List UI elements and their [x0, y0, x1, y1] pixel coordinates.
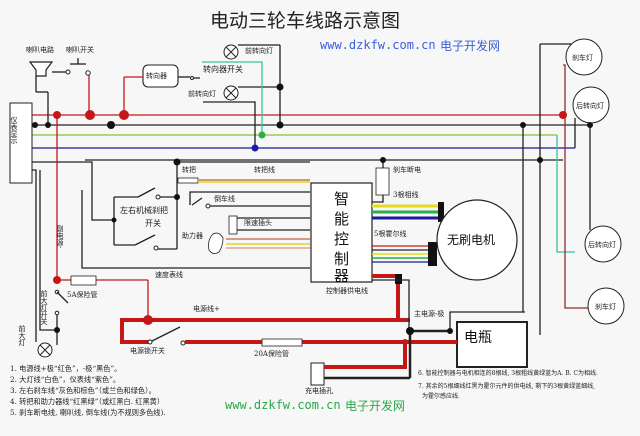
brake-light-bottom-label: 刹车灯: [595, 302, 616, 311]
turn-relay-label: 转向器: [146, 71, 167, 80]
brake-cutoff-label: 刹车断电: [393, 165, 421, 174]
turn-relay: 转向器: [123, 64, 200, 115]
brake-lever-label-2: 开关: [145, 218, 161, 228]
fuse-20a-label: 20A保险管: [254, 349, 289, 358]
controller-power-label: 控制器供电线: [326, 286, 368, 295]
watermark-url-bottom: www.dzkfw.com.cn: [225, 398, 341, 412]
motor-label: 无刷电机: [447, 233, 495, 247]
headlight-circuit: 前大灯开关 前大灯: [18, 169, 69, 358]
speedometer-wire-label: 速度表线: [155, 270, 183, 279]
turn-switch-label: 转向器开关: [203, 64, 243, 74]
headlight-label: 前大灯: [18, 324, 26, 347]
front-turn-lights: 转向器开关 前转向灯 前转向灯: [188, 44, 281, 148]
bus-lines: [32, 114, 590, 161]
front-turn-light-bottom-label: 前转向灯: [188, 89, 216, 98]
diagram-title: 电动三轮车线路示意图: [210, 10, 400, 32]
controller-label-3: 控: [334, 230, 349, 248]
charge-port-label: 充电插孔: [305, 386, 333, 395]
note-6: 6. 智能控制器与电机相连的8根线, 3根粗线黄绿蓝为A. B. C为相线.: [418, 369, 598, 377]
motor: 无刷电机: [436, 199, 518, 281]
throttle-wire-label: 转把线: [254, 165, 275, 174]
fuse-20a-icon: [261, 338, 303, 347]
controller-inputs: 转把 转把线 倒车线 限速插头 助力器 速度表线: [32, 161, 310, 279]
fuse-5a-label: 5A保险管: [67, 290, 98, 299]
front-turn-light-top-label: 前转向灯: [245, 46, 273, 55]
horn-switch-label: 喇叭开关: [66, 45, 94, 54]
controller-label-2: 能: [334, 210, 349, 228]
main-negative-label: 主电源-极: [414, 309, 444, 318]
speed-limit-plug-icon: [228, 215, 238, 235]
junction-dots: [32, 83, 593, 345]
motor-wires: 5根霍尔线: [372, 202, 444, 266]
notes-left: 1. 电源线+极“红色”，-极“黑色”。 2. 大灯线“白色”，仪表线“紫色”。…: [10, 364, 166, 417]
aux-power-label: 副电源-: [56, 224, 64, 249]
horn-switch: 喇叭开关: [65, 45, 94, 115]
fuse-5a-icon: [70, 275, 97, 286]
power-assist-label: 助力器: [182, 231, 203, 240]
watermark-url-top: www.dzkfw.com.cn: [320, 38, 436, 52]
battery: 电瓶 主电源-极: [408, 309, 528, 378]
charge-port: 充电插孔: [305, 342, 410, 395]
watermark-site-bottom: 电子开发网: [345, 398, 405, 413]
power-assist-icon: [208, 232, 224, 254]
reverse-wire-label: 倒车线: [214, 194, 235, 203]
dashboard-label: 仪表显示: [10, 116, 18, 144]
phase-wires-label: 3根相线: [393, 190, 418, 199]
brake-cutoff: 刹车断电 3根相线: [372, 160, 421, 203]
note-7-cont: 为霍尔感应线.: [422, 392, 460, 400]
rear-turn-top-label: 后转向灯: [576, 101, 604, 110]
brake-light-top-label: 刹车灯: [572, 53, 593, 62]
horn-label: 喇叭电路: [26, 45, 54, 54]
horn: 喇叭电路: [26, 45, 66, 125]
brake-lever-switch: 左右机械刹把 开关: [91, 162, 178, 251]
throttle-label: 转把: [182, 165, 196, 174]
brake-lever-label: 左右机械刹把: [120, 205, 168, 215]
note-3: 3. 左右刹车线“灰色和棕色”（或兰色和绿色）。: [10, 386, 156, 395]
watermark-site-top: 电子开发网: [440, 38, 500, 53]
controller: 智 能 控 制 器 控制器供电线: [310, 182, 373, 295]
dashboard: 仪表显示: [9, 102, 33, 184]
battery-label: 电瓶: [464, 330, 492, 346]
speed-limit-plug-label: 限速插头: [244, 218, 272, 227]
notes-right: 6. 智能控制器与电机相连的8根线, 3根粗线黄绿蓝为A. B. C为相线. 7…: [418, 369, 598, 400]
note-1: 1. 电源线+极“红色”，-极“黑色”。: [10, 364, 121, 373]
note-4: 4. 转把和助力器线“红黑绿”（或红黑白. 红黑黄）: [10, 397, 164, 406]
rear-turn-bottom-label: 后转向灯: [588, 240, 616, 249]
hall-wires-label: 5根霍尔线: [374, 229, 406, 238]
controller-label-5: 器: [334, 267, 349, 285]
note-2: 2. 大灯线“白色”，仪表线“紫色”。: [10, 375, 120, 384]
rear-lights: 刹车灯 后转向灯 后转向灯 刹车灯: [522, 38, 625, 335]
power-circuit: 副电源- 5A保险管 20A保险管 电源锁开关 电源线+: [56, 115, 410, 358]
throttle-icon: [177, 177, 199, 184]
note-5: 5. 刹车断电线, 喇叭线, 倒车线(为不规则多色线).: [10, 408, 166, 417]
horn-icon: [28, 61, 54, 77]
power-wire-label: 电源线+: [193, 304, 220, 313]
key-switch-label: 电源锁开关: [130, 346, 165, 355]
note-7: 7. 其余的5根细线红黑为霍尔元件的供电线, 剩下的3根黄绿蓝细线,: [418, 382, 595, 390]
controller-label-1: 智: [334, 190, 349, 208]
controller-label-4: 制: [334, 250, 349, 268]
headlight-switch-label: 前大灯开关: [40, 289, 48, 326]
